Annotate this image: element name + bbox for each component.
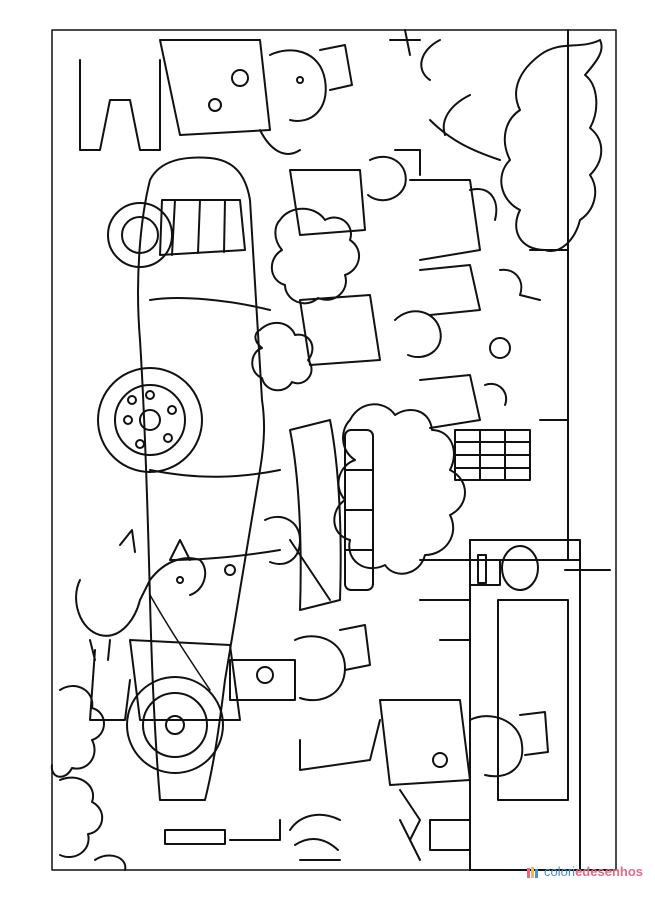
officer-badge [256,666,274,684]
police-officer-dog-handler [89,594,371,721]
officer-badge [231,69,249,87]
police-station-building [399,29,611,871]
wooden-crate [454,429,531,481]
left-shrubs [50,685,127,871]
police-officer-at-door [299,699,549,841]
police-badge-sign [501,545,539,591]
officer-badge [432,752,448,768]
page-frame [51,29,617,871]
watermark-text: coloriedesenhos [544,864,643,879]
bushes [251,207,466,575]
car-wheel-spare [107,202,173,268]
car-wheel-front [97,367,203,473]
potted-plant [289,813,341,861]
door-handle [224,564,236,576]
police-officers-group [289,149,541,429]
tree-top [389,29,603,252]
car-wheel-rear [126,676,224,774]
crayon-logo-icon [527,866,538,878]
driver-in-car [264,515,331,601]
police-car [97,156,374,845]
police-officer-standing-top [79,39,353,155]
watermark-suffix: edesenhos [575,864,643,879]
watermark-prefix: colori [544,864,576,879]
site-watermark: coloriedesenhos [526,864,643,879]
station-door [497,599,569,801]
